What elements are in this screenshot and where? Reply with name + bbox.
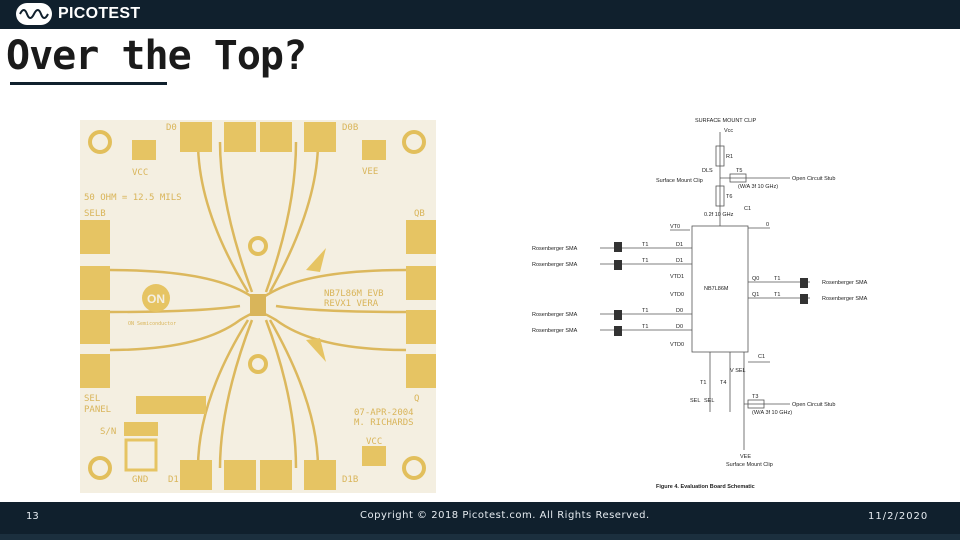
svg-text:T1: T1	[700, 380, 706, 386]
svg-text:Surface Mount Clip: Surface Mount Clip	[726, 462, 773, 468]
svg-text:T4: T4	[720, 380, 726, 386]
svg-text:C1: C1	[744, 206, 751, 212]
upper-stub-triangle	[306, 248, 326, 272]
svg-text:D1: D1	[168, 475, 179, 485]
mounting-holes	[88, 130, 426, 480]
svg-text:Open Circuit Stub: Open Circuit Stub	[792, 176, 835, 182]
schematic-connectors	[614, 242, 808, 336]
svg-text:T1: T1	[642, 258, 648, 264]
evaluation-board-schematic: SURFACE MOUNT CLIP Vcc R1 DLS Surface Mo…	[532, 118, 868, 490]
footer-date: 11/2/2020	[868, 511, 929, 522]
svg-text:Rosenberger SMA: Rosenberger SMA	[532, 312, 578, 318]
svg-text:SEL: SEL	[690, 398, 700, 404]
svg-text:VCC: VCC	[132, 168, 148, 178]
svg-text:Rosenberger SMA: Rosenberger SMA	[822, 280, 868, 286]
svg-text:T1: T1	[642, 242, 648, 248]
svg-text:(W/A 3f 10 GHz): (W/A 3f 10 GHz)	[738, 184, 778, 190]
evaluation-board-image: ON D0 D0B VCC VEE 50 OHM = 12.5 MILS SEL…	[80, 120, 436, 493]
svg-text:DLS: DLS	[702, 168, 713, 174]
gnd-square	[124, 438, 158, 472]
svg-text:ON Semiconductor: ON Semiconductor	[128, 321, 176, 327]
side-connector-pads	[80, 220, 436, 388]
svg-text:REVX1 VERA: REVX1 VERA	[324, 299, 379, 309]
svg-text:T3: T3	[752, 394, 758, 400]
svg-text:T5: T5	[736, 168, 742, 174]
svg-text:VTD0: VTD0	[670, 342, 684, 348]
copyright-text: Copyright © 2018 Picotest.com. All Right…	[360, 510, 650, 521]
svg-text:S/N: S/N	[100, 427, 116, 437]
sn-block	[124, 422, 158, 436]
svg-text:PANEL: PANEL	[84, 405, 111, 415]
svg-text:0: 0	[766, 222, 769, 228]
svg-text:VTD1: VTD1	[670, 274, 684, 280]
top-banner: PICOTEST	[0, 0, 960, 29]
top-connector-pads	[132, 122, 386, 160]
svg-text:V SEL: V SEL	[730, 368, 746, 374]
svg-text:M. RICHARDS: M. RICHARDS	[354, 418, 414, 428]
svg-text:VTD0: VTD0	[670, 292, 684, 298]
slide-number: 13	[26, 511, 39, 522]
svg-text:SEL: SEL	[704, 398, 714, 404]
sel-panel-block	[136, 396, 206, 414]
svg-text:D0: D0	[676, 324, 683, 330]
svg-text:Rosenberger SMA: Rosenberger SMA	[532, 262, 578, 268]
svg-text:NB7L86M EVB: NB7L86M EVB	[324, 289, 384, 299]
footer-bar: 13 Copyright © 2018 Picotest.com. All Ri…	[0, 502, 960, 534]
schematic-labels: SURFACE MOUNT CLIP Vcc R1 DLS Surface Mo…	[532, 118, 868, 490]
svg-text:T6: T6	[726, 194, 732, 200]
picotest-logo: PICOTEST	[16, 3, 140, 25]
svg-text:Vcc: Vcc	[724, 128, 733, 134]
svg-text:D1: D1	[676, 258, 683, 264]
svg-text:SEL: SEL	[84, 394, 100, 404]
svg-text:T1: T1	[642, 324, 648, 330]
svg-text:SELB: SELB	[84, 209, 106, 219]
svg-text:T1: T1	[774, 292, 780, 298]
svg-text:D0: D0	[166, 123, 177, 133]
bottom-connector-pads	[180, 446, 386, 490]
svg-text:VEE: VEE	[362, 167, 378, 177]
slide-title: Over the Top?	[6, 33, 307, 79]
svg-text:D0B: D0B	[342, 123, 358, 133]
svg-text:Figure 4. Evaluation Board Sch: Figure 4. Evaluation Board Schematic	[656, 484, 755, 490]
svg-text:Rosenberger SMA: Rosenberger SMA	[822, 296, 868, 302]
svg-text:VCC: VCC	[366, 437, 382, 447]
svg-text:VT0: VT0	[670, 224, 680, 230]
svg-text:Q0: Q0	[752, 276, 759, 282]
title-underline	[10, 82, 167, 85]
svg-text:50 OHM = 12.5 MILS: 50 OHM = 12.5 MILS	[84, 193, 182, 203]
svg-text:ON: ON	[147, 292, 165, 306]
svg-text:Open Circuit Stub: Open Circuit Stub	[792, 402, 835, 408]
brand-name: PICOTEST	[58, 5, 141, 22]
on-logo	[142, 284, 170, 312]
lower-stub-triangle	[306, 338, 326, 362]
waveform-logo-icon	[16, 3, 52, 25]
svg-text:D1B: D1B	[342, 475, 358, 485]
svg-text:Q1: Q1	[752, 292, 759, 298]
svg-text:VEE: VEE	[740, 454, 751, 460]
svg-text:GND: GND	[132, 475, 148, 485]
silkscreen-labels: D0 D0B VCC VEE 50 OHM = 12.5 MILS SELB Q…	[84, 123, 425, 485]
svg-text:SURFACE MOUNT CLIP: SURFACE MOUNT CLIP	[695, 118, 757, 124]
svg-text:NB7L86M: NB7L86M	[704, 286, 729, 292]
svg-text:R1: R1	[726, 154, 733, 160]
svg-text:T1: T1	[642, 308, 648, 314]
svg-text:Rosenberger SMA: Rosenberger SMA	[532, 246, 578, 252]
svg-text:Rosenberger SMA: Rosenberger SMA	[532, 328, 578, 334]
svg-text:0.2f 10 GHz: 0.2f 10 GHz	[704, 212, 734, 218]
center-chip	[250, 294, 266, 316]
footer-bottom-stripe	[0, 534, 960, 540]
svg-text:07-APR-2004: 07-APR-2004	[354, 408, 414, 418]
svg-text:Surface Mount Clip: Surface Mount Clip	[656, 178, 703, 184]
svg-text:T1: T1	[774, 276, 780, 282]
svg-text:C1: C1	[758, 354, 765, 360]
svg-text:(W/A 3f 10 GHz): (W/A 3f 10 GHz)	[752, 410, 792, 416]
svg-text:QB: QB	[414, 209, 425, 219]
svg-text:D1: D1	[676, 242, 683, 248]
svg-text:D0: D0	[676, 308, 683, 314]
svg-text:Q: Q	[414, 394, 419, 404]
